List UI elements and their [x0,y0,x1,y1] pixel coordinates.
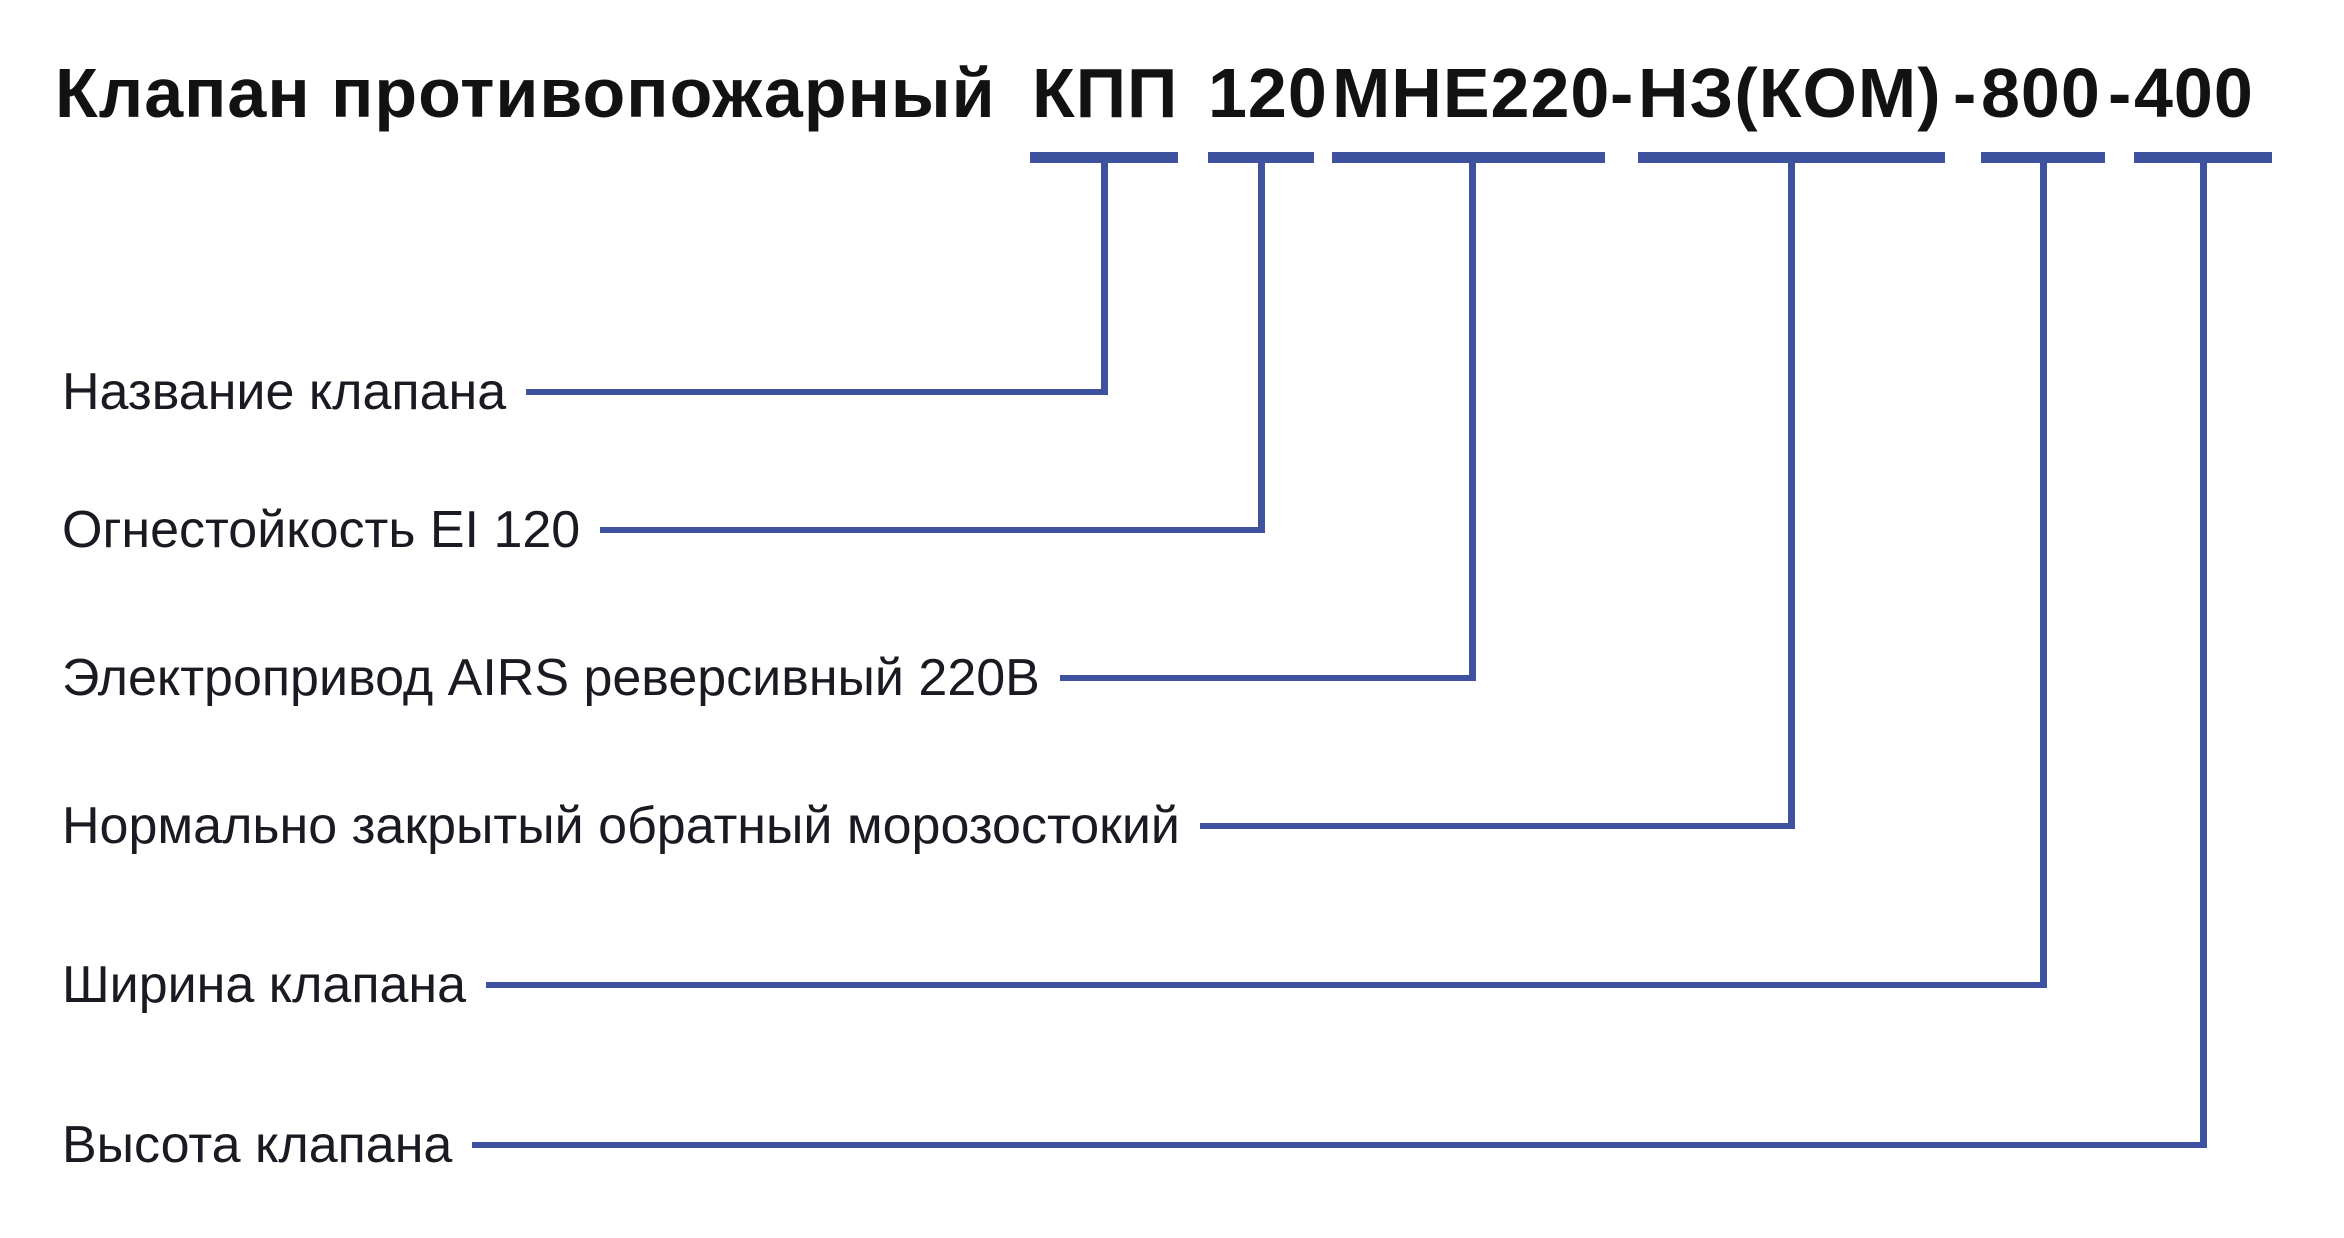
code-segment-actuator: МНЕ220 [1332,54,1611,132]
legend-row-height: Высота клапана [62,1119,2207,1171]
legend-row-name: Название клапана [62,366,1108,418]
connector-vertical-width [2040,158,2047,988]
legend-label-name: Название клапана [62,363,507,421]
underline-actuator [1332,152,1605,163]
code-segment-width: 800 [1981,54,2101,132]
legend-label-type: Нормально закрытый обратный морозостокий [62,797,1180,855]
code-segment-name: КПП [1032,54,1179,132]
code-segment-type: НЗ(КОМ) [1638,54,1942,132]
legend-label-width: Ширина клапана [62,956,467,1014]
code-separator: - [1953,54,1978,132]
code-segment-fire-rating: 120 [1208,54,1328,132]
underline-name [1030,152,1178,163]
underline-height [2134,152,2272,163]
connector-vertical-height [2200,158,2207,1148]
leader-line-height [472,1142,2207,1148]
legend-row-width: Ширина клапана [62,959,2047,1011]
underline-width [1981,152,2105,163]
connector-vertical-fire-rating [1258,158,1265,533]
legend-row-type: Нормально закрытый обратный морозостокий [62,800,1795,852]
legend-label-fire-rating: Огнестойкость EI 120 [62,501,581,559]
connector-vertical-name [1101,158,1108,395]
code-separator: - [1610,54,1635,132]
underline-fire-rating [1208,152,1314,163]
leader-line-fire-rating [600,527,1265,533]
code-separator: - [2108,54,2133,132]
page-title: Клапан противопожарный [55,54,996,132]
legend-label-height: Высота клапана [62,1116,453,1174]
legend-row-actuator: Электропривод AIRS реверсивный 220В [62,652,1476,704]
leader-line-name [526,389,1108,395]
legend-row-fire-rating: Огнестойкость EI 120 [62,504,1265,556]
connector-vertical-actuator [1469,158,1476,681]
leader-line-type [1199,823,1795,829]
legend-label-actuator: Электропривод AIRS реверсивный 220В [62,649,1040,707]
connector-vertical-type [1788,158,1795,829]
leader-line-actuator [1059,675,1476,681]
underline-type [1638,152,1945,163]
leader-line-width [486,982,2047,988]
code-segment-height: 400 [2134,54,2254,132]
